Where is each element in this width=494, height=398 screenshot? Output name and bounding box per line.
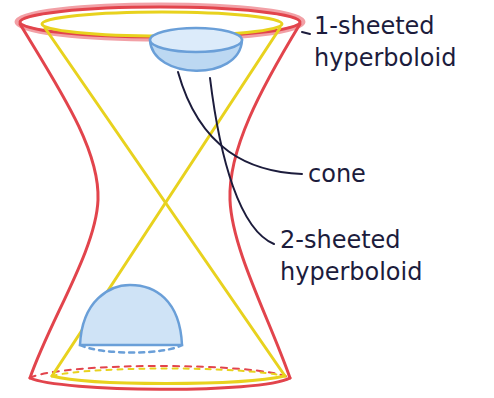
one-sheeted-hyperboloid	[17, 5, 303, 389]
leader-lines	[178, 32, 310, 244]
part-label: cone	[308, 158, 478, 190]
leader-line	[302, 32, 310, 34]
cone	[42, 12, 285, 384]
leader-line	[210, 78, 274, 244]
two-sheeted-hyperboloid	[80, 28, 242, 353]
leader-line	[178, 72, 302, 174]
part-label: 1-sheeted hyperboloid	[314, 10, 484, 75]
part-label: 2-sheeted hyperboloid	[280, 224, 470, 289]
